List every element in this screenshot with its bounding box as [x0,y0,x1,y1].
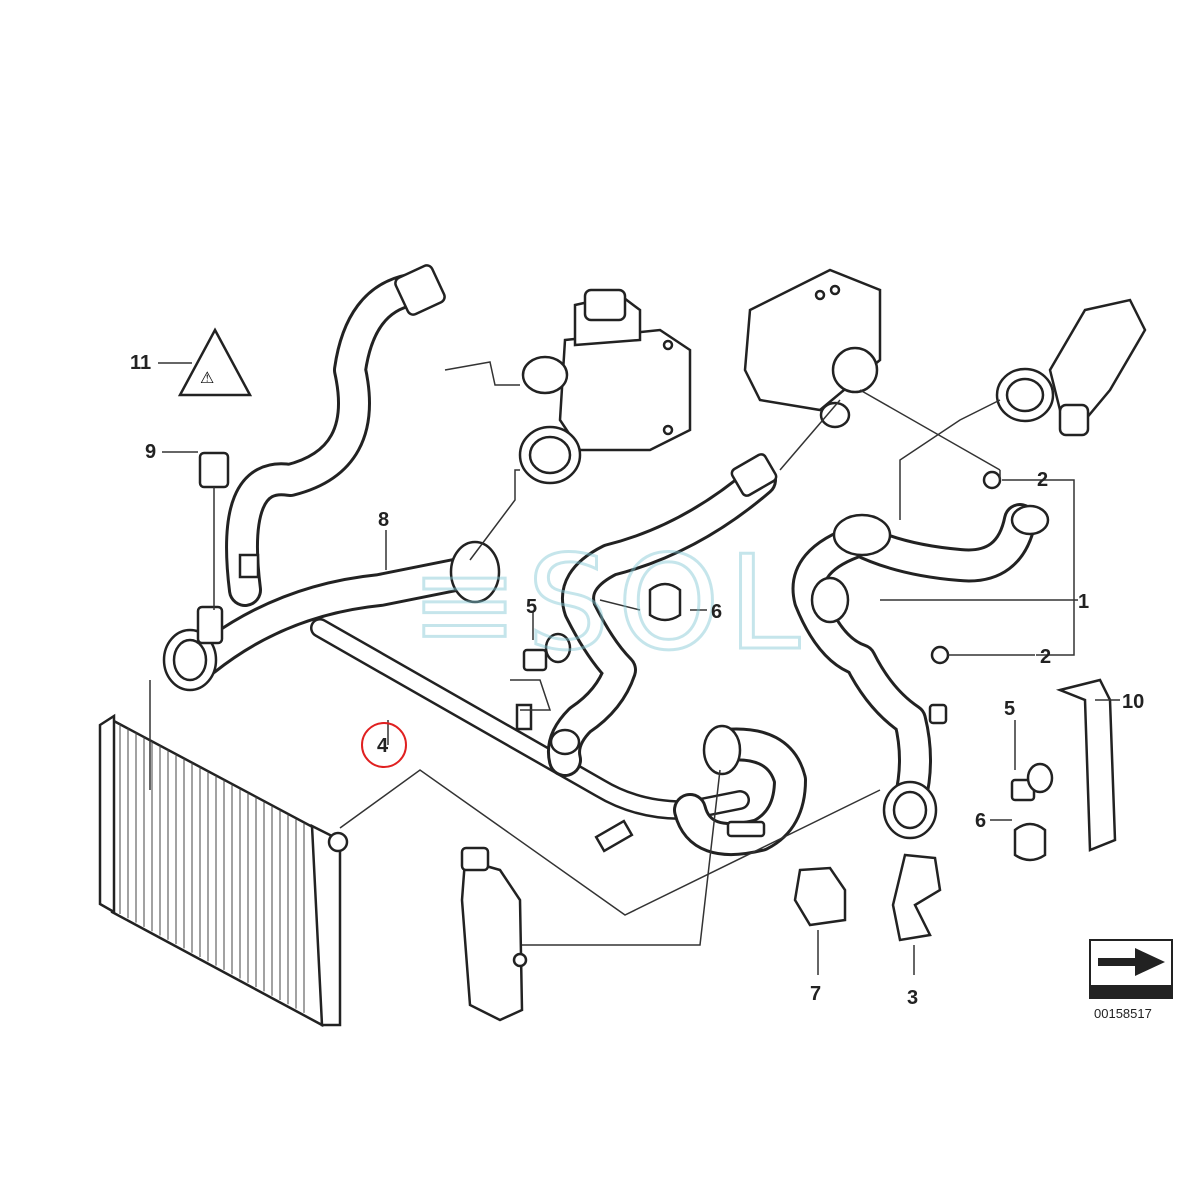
reference-box: 00158517 [1089,939,1173,1021]
small-parts: ⚠ [177,327,1117,942]
svg-text:⚠: ⚠ [200,368,214,387]
nut-2b [930,645,950,665]
callout-5-right: 5 [1004,698,1015,720]
callout-labels: 1 2 2 3 4 5 5 6 6 7 8 9 10 11 [130,352,1144,1009]
callout-2-top: 2 [1037,469,1048,491]
watermark-logo: ≡SOL [410,527,808,679]
lower-hose [673,724,807,857]
callout-10: 10 [1122,691,1144,713]
callout-8: 8 [378,509,389,531]
engine-bracket [743,268,882,429]
callout-4: 4 [377,735,389,757]
temperature-sensor-9 [198,451,230,489]
callout-6-left: 6 [711,601,722,623]
bracket-10 [1055,678,1117,852]
nut-2a [982,470,1002,490]
expanding-rivet-5a [522,648,548,672]
warning-label-11 [177,327,253,397]
callout-1: 1 [1078,591,1089,613]
hose-assembly-1 [791,503,1050,840]
callout-5-left: 5 [526,596,537,618]
thermostat-housing [518,288,692,485]
hose-clip-6a [648,582,682,622]
hose-8 [162,264,501,692]
callout-6-right: 6 [975,810,986,832]
water-pump-fitting [995,298,1147,437]
expansion-tank [460,846,528,1022]
clip-3 [891,853,942,942]
callout-7: 7 [810,983,821,1005]
callout-9: 9 [145,441,156,463]
reference-number: 00158517 [1094,1006,1152,1021]
radiator [98,713,349,1028]
arrow-icon [1098,948,1165,976]
middle-hose [547,453,778,777]
callout-3: 3 [907,987,918,1009]
callout-11: 11 [130,352,151,374]
clip-7 [793,866,847,927]
callout-2-bottom: 2 [1040,646,1051,668]
callout-4-highlight [361,722,407,768]
hose-clip-6b [1013,822,1047,862]
